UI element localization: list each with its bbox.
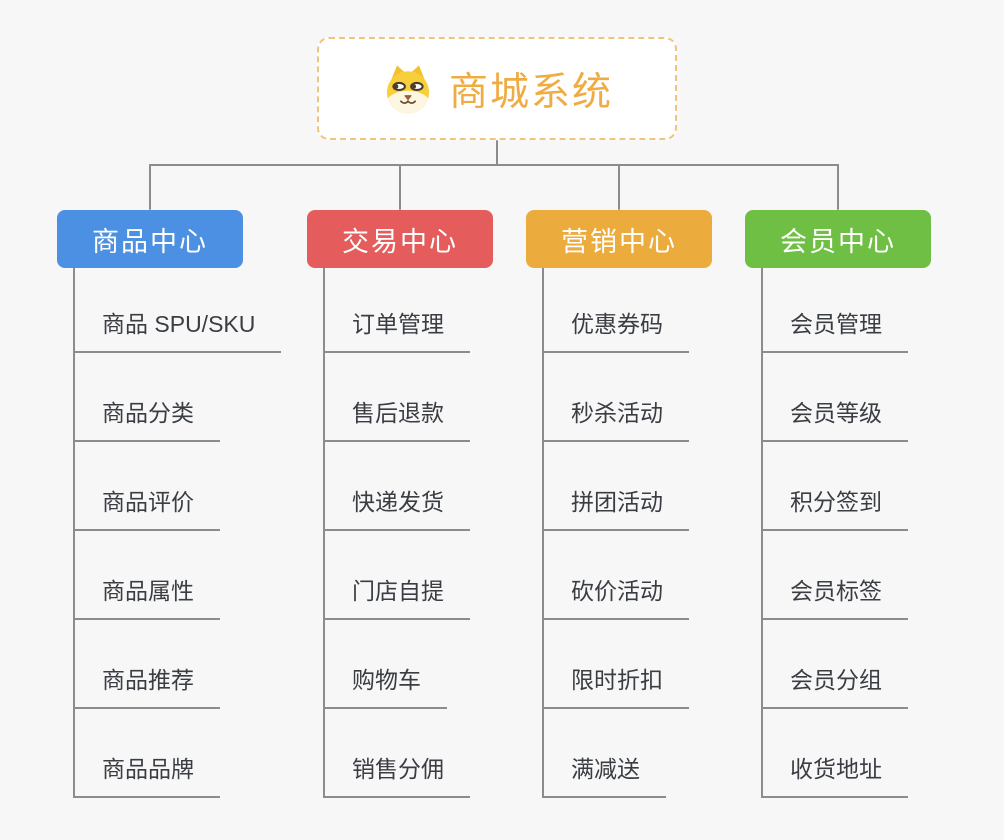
connector-stub-trade [399,164,401,210]
leaf-node[interactable]: 收货地址 [763,753,908,798]
branch-children-marketing: 优惠券码 秒杀活动 拼团活动 砍价活动 限时折扣 满减送 [542,268,689,798]
connector-stub-member [837,164,839,210]
leaf-node[interactable]: 售后退款 [325,397,470,442]
branch-label: 交易中心 [342,226,458,257]
leaf-node[interactable]: 拼团活动 [544,486,689,531]
branch-label: 商品中心 [92,226,208,257]
leaf-node[interactable]: 限时折扣 [544,664,689,709]
branch-label: 会员中心 [780,226,896,257]
leaf-node[interactable]: 商品品牌 [75,753,220,798]
branch-children-trade: 订单管理 售后退款 快递发货 门店自提 购物车 销售分佣 [323,268,470,798]
leaf-node[interactable]: 购物车 [325,664,447,709]
root-title: 商城系统 [448,70,613,114]
leaf-node[interactable]: 快递发货 [325,486,470,531]
leaf-node[interactable]: 会员管理 [763,308,908,353]
leaf-node[interactable]: 商品评价 [75,486,220,531]
leaf-node[interactable]: 积分签到 [763,486,908,531]
leaf-node[interactable]: 门店自提 [325,575,470,620]
branch-node-trade-center[interactable]: 交易中心 [307,210,493,268]
leaf-node[interactable]: 会员标签 [763,575,908,620]
branch-node-product-center[interactable]: 商品中心 [57,210,243,268]
branch-node-member-center[interactable]: 会员中心 [745,210,931,268]
leaf-node[interactable]: 优惠券码 [544,308,689,353]
branch-label: 营销中心 [561,226,677,257]
leaf-node[interactable]: 商品推荐 [75,664,220,709]
connector-stub-product [149,164,151,210]
leaf-node[interactable]: 会员等级 [763,397,908,442]
connector-bus [149,164,839,166]
root-node[interactable]: 商城系统 [317,37,677,140]
shiba-dog-icon [386,64,430,113]
connector-root-stub [496,140,498,166]
leaf-node[interactable]: 会员分组 [763,664,908,709]
branch-node-marketing-center[interactable]: 营销中心 [526,210,712,268]
connector-stub-marketing [618,164,620,210]
leaf-node[interactable]: 销售分佣 [325,753,470,798]
leaf-node[interactable]: 商品属性 [75,575,220,620]
leaf-node[interactable]: 秒杀活动 [544,397,689,442]
leaf-node[interactable]: 商品 SPU/SKU [75,308,282,353]
leaf-node[interactable]: 商品分类 [75,397,220,442]
leaf-node[interactable]: 订单管理 [325,308,470,353]
leaf-node[interactable]: 砍价活动 [544,575,689,620]
leaf-node[interactable]: 满减送 [544,753,666,798]
branch-children-member: 会员管理 会员等级 积分签到 会员标签 会员分组 收货地址 [761,268,908,798]
branch-children-product: 商品 SPU/SKU 商品分类 商品评价 商品属性 商品推荐 商品品牌 [73,268,282,798]
